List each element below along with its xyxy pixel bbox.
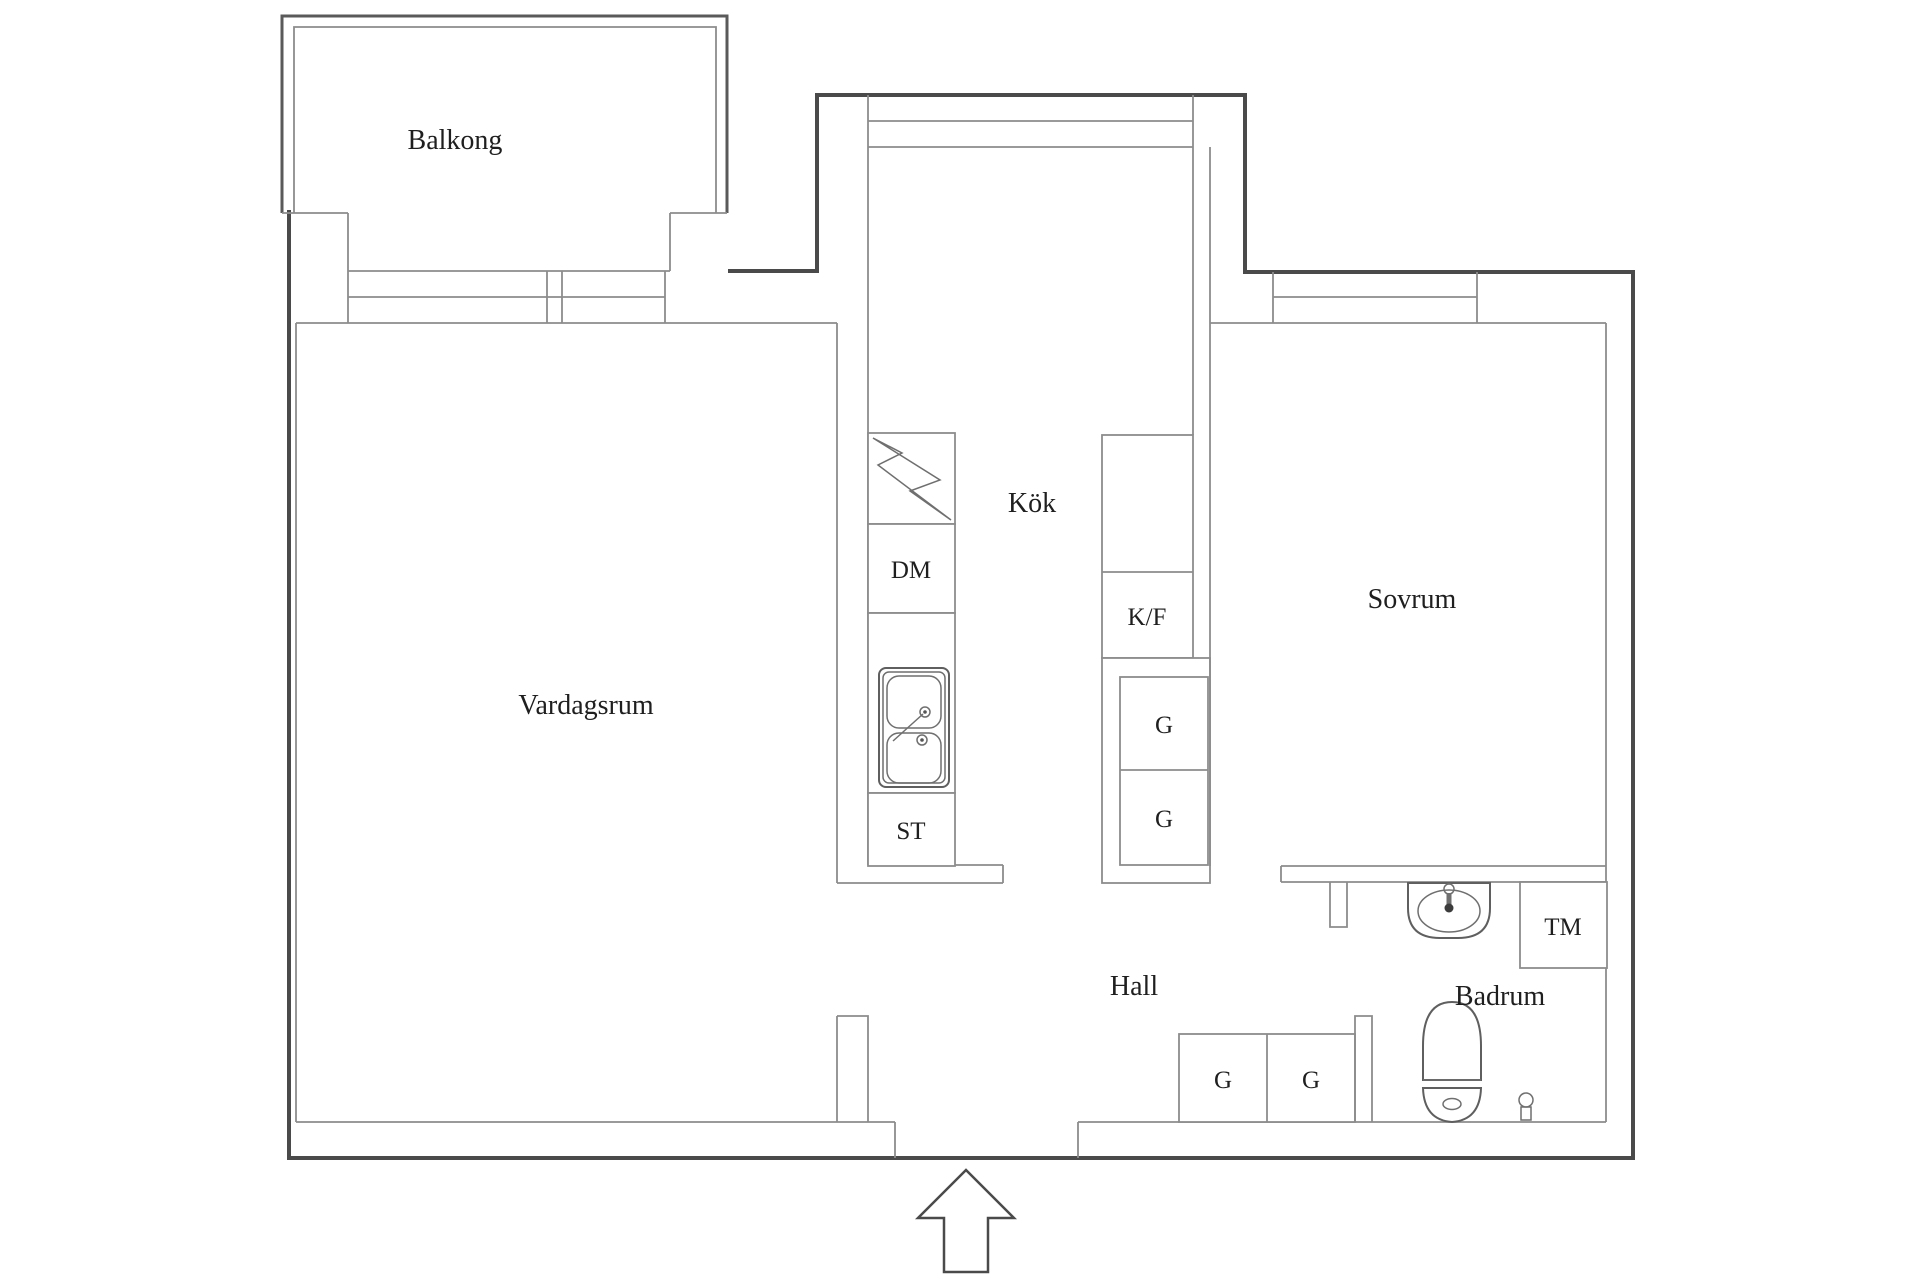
outer-wall-path xyxy=(287,93,1635,1160)
sink-tap-bottom xyxy=(916,734,928,746)
bedroom-window-jambs xyxy=(1272,272,1478,323)
washbasin-drain xyxy=(1444,903,1454,913)
bedroom xyxy=(1209,272,1607,1122)
wardrobe-label-1: G xyxy=(1155,712,1173,739)
balcony-label: Balkong xyxy=(408,125,503,156)
toilet-seat-lines xyxy=(1423,1079,1481,1089)
washing-machine-label: TM xyxy=(1544,914,1582,941)
bathroom-label: Badrum xyxy=(1455,981,1545,1012)
balcony-outer-wall xyxy=(280,14,729,213)
kitchen-window xyxy=(868,95,1194,148)
living-room-label: Vardagsrum xyxy=(518,690,654,721)
kitchen-window-lines xyxy=(868,120,1193,148)
bathroom-door-stub xyxy=(1329,882,1348,928)
room-labels: Balkong Vardagsrum Kök Sovrum Hall Badru… xyxy=(408,125,1546,1012)
sink-tap-top xyxy=(919,706,931,718)
washing-machine-box xyxy=(1519,881,1608,969)
sink-dot-top xyxy=(923,710,927,714)
bedroom-label: Sovrum xyxy=(1368,584,1457,615)
sink-basin-bottom xyxy=(886,732,942,784)
living-room-door-jamb xyxy=(837,1015,869,1122)
entrance-opening-jambs xyxy=(894,1122,1079,1158)
window-jambs xyxy=(347,271,666,323)
washbasin-icon xyxy=(1407,882,1491,939)
wardrobe-label-2: G xyxy=(1155,806,1173,833)
bedroom-bottom-wall xyxy=(1280,865,1606,883)
sink-icon xyxy=(878,667,950,788)
stove-label: ST xyxy=(896,818,925,845)
toilet-icon xyxy=(1421,1000,1483,1124)
bathroom: TM xyxy=(1329,881,1608,1124)
stove-box xyxy=(867,792,956,867)
toilet-bowl xyxy=(1422,1000,1482,1081)
balcony-inner-line xyxy=(293,26,717,213)
kitchen: DM ST K/F G xyxy=(837,95,1211,884)
shower-mixer-stem xyxy=(1520,1106,1532,1121)
bathroom-door-jamb xyxy=(1354,1015,1373,1122)
outer-wall xyxy=(287,93,1635,1160)
dishwasher-label: DM xyxy=(891,557,931,584)
sink-dot-bottom xyxy=(920,738,924,742)
kitchen-storage: K/F G G xyxy=(1101,434,1211,884)
dishwasher-box xyxy=(867,523,956,614)
fridge-freezer-label: K/F xyxy=(1128,604,1167,631)
wardrobe-stack xyxy=(1119,676,1209,866)
hall-label: Hall xyxy=(1110,971,1158,1002)
balcony xyxy=(280,14,729,271)
fridge-column-box xyxy=(1101,434,1194,659)
shower-mixer-icon xyxy=(1518,1092,1534,1121)
washbasin-faucet-stem xyxy=(1446,893,1452,905)
washbasin-bowl xyxy=(1417,889,1481,933)
sink-basin-top xyxy=(886,675,942,729)
toilet-flush xyxy=(1442,1097,1462,1111)
balcony-pillar-lines xyxy=(347,213,671,271)
sink-faucet-lever xyxy=(892,713,924,742)
kitchen-right-wall xyxy=(1192,147,1211,435)
living-room xyxy=(295,270,895,1123)
stove-hob-box xyxy=(867,432,956,525)
living-room-window xyxy=(347,270,670,323)
wardrobe-label-3: G xyxy=(1214,1067,1232,1094)
lightning-icon xyxy=(872,437,952,521)
toilet-tank xyxy=(1421,1087,1483,1124)
bedroom-window xyxy=(1272,272,1478,323)
kitchen-label: Kök xyxy=(1008,488,1056,519)
shower-mixer-head xyxy=(1518,1092,1534,1108)
kitchen-bottom-wall xyxy=(837,864,1004,884)
entrance-arrow-icon xyxy=(914,1168,1018,1274)
hall: G G xyxy=(894,1015,1606,1158)
kitchen-counter: DM ST xyxy=(867,432,956,867)
wardrobe-label-4: G xyxy=(1302,1067,1320,1094)
